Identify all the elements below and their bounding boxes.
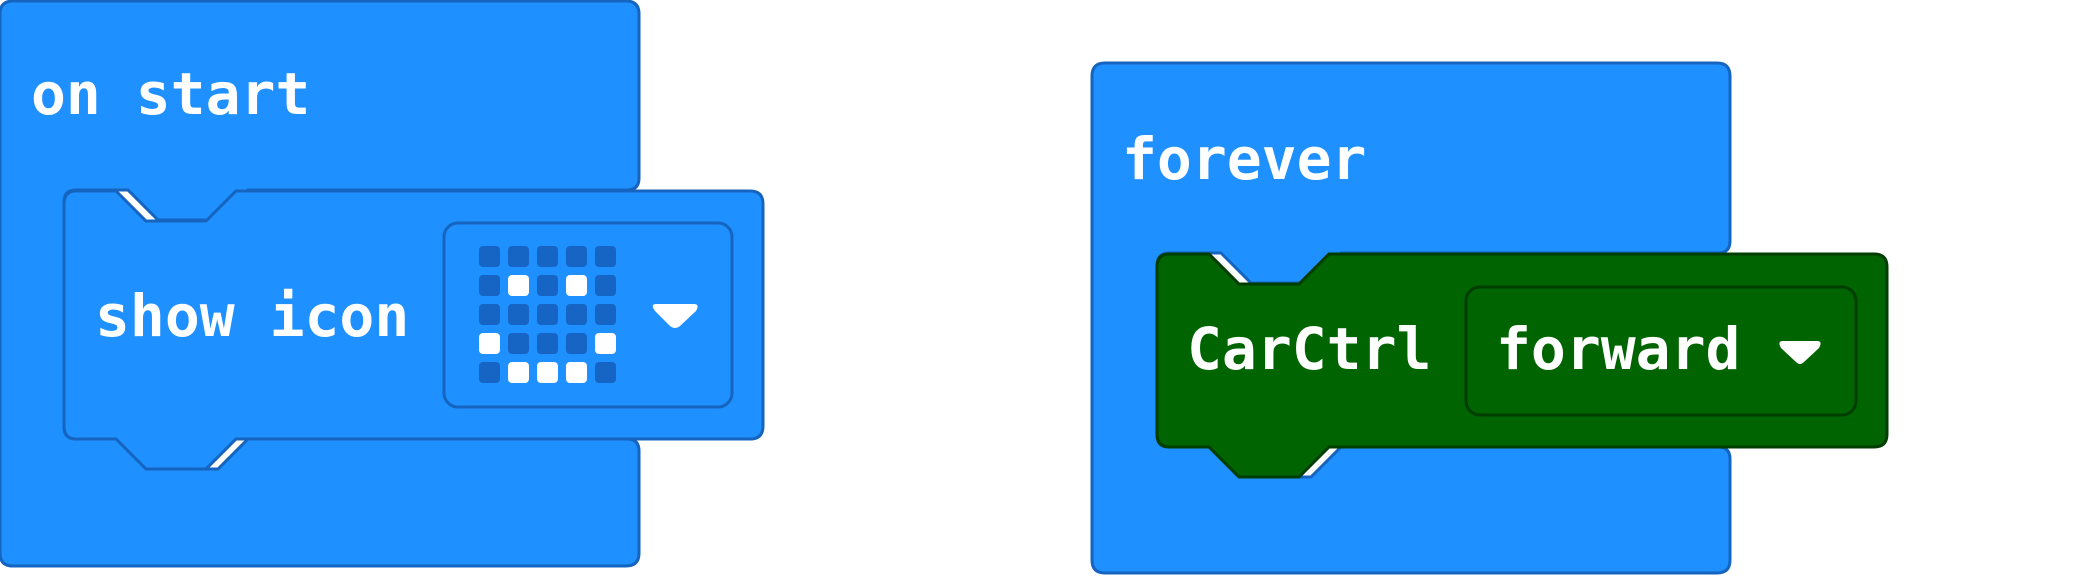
triangle-down-icon <box>1779 341 1821 364</box>
direction-dropdown[interactable]: forward <box>1464 285 1858 417</box>
led-cell <box>566 246 587 267</box>
led-cell <box>479 304 500 325</box>
led-cell <box>595 362 616 383</box>
led-cell <box>595 304 616 325</box>
led-cell <box>508 275 529 296</box>
show-icon-block[interactable]: show icon <box>62 189 765 471</box>
led-icon-grid <box>479 246 616 383</box>
led-cell <box>566 275 587 296</box>
led-cell <box>566 304 587 325</box>
led-cell <box>566 333 587 354</box>
led-cell <box>479 333 500 354</box>
on-start-label: on start <box>31 60 310 128</box>
led-cell <box>537 304 558 325</box>
led-cell <box>508 246 529 267</box>
led-cell <box>508 304 529 325</box>
icon-picker-dropdown[interactable] <box>442 221 734 409</box>
led-cell <box>479 246 500 267</box>
forever-block[interactable]: forever <box>1090 61 1732 575</box>
forever-label: forever <box>1122 125 1366 193</box>
carctrl-label: CarCtrl <box>1187 315 1431 383</box>
direction-dropdown-value: forward <box>1496 315 1740 383</box>
led-cell <box>537 275 558 296</box>
triangle-down-icon <box>652 304 698 328</box>
led-cell <box>595 246 616 267</box>
led-cell <box>508 362 529 383</box>
led-cell <box>537 246 558 267</box>
led-cell <box>566 362 587 383</box>
led-cell <box>508 333 529 354</box>
led-cell <box>595 333 616 354</box>
led-cell <box>595 275 616 296</box>
led-cell <box>537 362 558 383</box>
led-cell <box>479 362 500 383</box>
led-cell <box>479 275 500 296</box>
led-cell <box>537 333 558 354</box>
show-icon-label: show icon <box>95 282 409 350</box>
carctrl-block[interactable]: CarCtrl forward <box>1155 252 1889 479</box>
